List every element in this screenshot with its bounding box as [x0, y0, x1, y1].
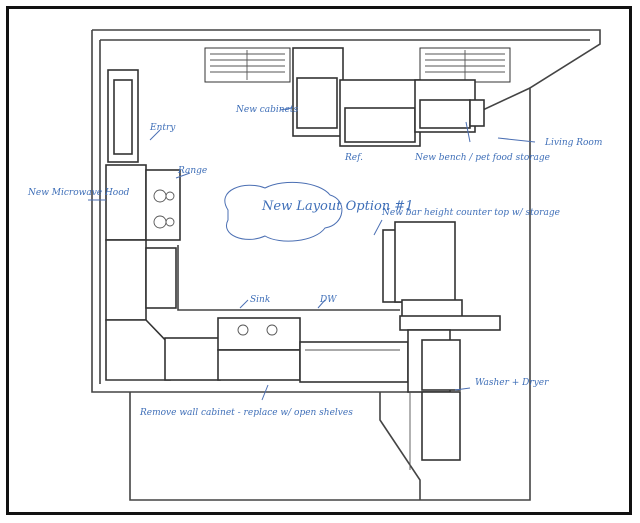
label-new-microwave: New Microwave Hood: [27, 188, 130, 198]
label-dw: DW: [319, 295, 337, 305]
window-left: [204, 47, 291, 83]
label-washer-dryer: Washer + Dryer: [475, 378, 549, 388]
top-cabinets: [292, 47, 485, 147]
label-new-bench-pet: New bench / pet food storage: [414, 153, 550, 163]
label-new-cabinets: New cabinets: [235, 105, 299, 115]
label-sink: Sink: [250, 295, 270, 305]
label-range: Range: [177, 166, 207, 176]
label-ref: Ref.: [344, 153, 363, 163]
window-right: [419, 47, 511, 83]
walls: [91, 29, 601, 501]
label-new-bar: New bar height counter top w/ storage: [381, 208, 560, 218]
left-wall-units: [105, 69, 181, 381]
label-remove-wall: Remove wall cabinet - replace w/ open sh…: [139, 408, 353, 418]
bottom-counter: [164, 245, 409, 383]
layout-title: New Layout Option #1: [261, 199, 413, 214]
annotation-strokes: [88, 107, 536, 401]
bar-counter: [382, 221, 501, 470]
label-living-room: Living Room: [544, 138, 602, 148]
label-entry: Entry: [149, 123, 176, 133]
